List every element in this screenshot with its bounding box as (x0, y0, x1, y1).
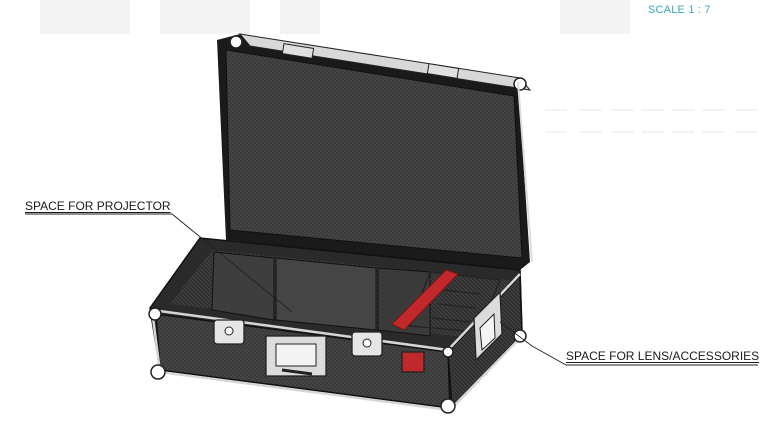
latch-right (351, 331, 383, 357)
annotation-projector: SPACE FOR PROJECTOR (25, 199, 171, 213)
side-handle (473, 290, 503, 362)
accessory-divider-red (391, 269, 459, 331)
watermark-logo (40, 0, 630, 34)
front-handle (265, 335, 327, 377)
latch-left (213, 319, 245, 345)
case-lid (217, 33, 533, 270)
annotation-lens-accessories: SPACE FOR LENS/ACCESSORIES (566, 349, 760, 363)
connector-plate (401, 351, 425, 373)
case-base (148, 237, 527, 414)
leader-lines (25, 213, 758, 366)
scale-label: SCALE 1 : 7 (648, 4, 711, 16)
watermark-text (545, 109, 757, 133)
